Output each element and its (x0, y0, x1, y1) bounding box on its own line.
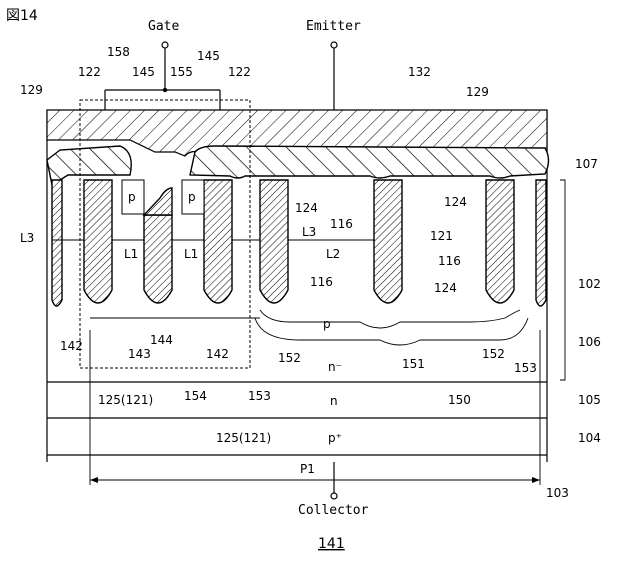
ref-116a: 116 (330, 217, 353, 231)
region-n-minus: n⁻ (328, 360, 342, 374)
p-base-boundary (260, 310, 520, 328)
ref-125a: 125(121) (98, 393, 153, 407)
ref-103: 103 (546, 486, 569, 500)
ref-151: 151 (402, 357, 425, 371)
emitter-wire (331, 42, 337, 110)
region-p-plus: p⁺ (328, 431, 342, 445)
trench-5 (260, 180, 288, 303)
ref-145a: 145 (132, 65, 155, 79)
ref-152b: 152 (482, 347, 505, 361)
region-n: n (330, 394, 338, 408)
ref-154: 154 (184, 389, 207, 403)
trench-7 (486, 180, 514, 303)
trench-4 (204, 180, 232, 303)
interlayer-insulator (47, 146, 549, 185)
ref-153b: 153 (248, 389, 271, 403)
region-p-left-1: p (128, 190, 136, 204)
dim-l1b: L1 (184, 247, 198, 261)
figure-number: 141 (318, 536, 345, 552)
ref-129a: 129 (20, 83, 43, 97)
ref-116c: 116 (310, 275, 333, 289)
ref-150: 150 (448, 393, 471, 407)
ref-145b: 145 (197, 49, 220, 63)
ref-153a: 153 (514, 361, 537, 375)
dim-l3a: L3 (20, 231, 34, 245)
trench-8 (536, 180, 546, 306)
dim-l3b: L3 (302, 225, 316, 239)
figure-title: 図14 (6, 8, 38, 24)
dim-l2: L2 (326, 247, 340, 261)
ref-125b: 125(121) (216, 431, 271, 445)
ref-102: 102 (578, 277, 601, 291)
trench-2 (84, 180, 112, 303)
ref-142a: 142 (60, 339, 83, 353)
ref-143: 143 (128, 347, 151, 361)
label-collector: Collector (298, 503, 369, 518)
trench-6 (374, 180, 402, 303)
ref-132: 132 (408, 65, 431, 79)
ref-122b: 122 (228, 65, 251, 79)
ref-124b: 124 (444, 195, 467, 209)
ref-155: 155 (170, 65, 193, 79)
ref-124c: 124 (434, 281, 457, 295)
bracket-102 (560, 180, 565, 380)
dim-p1-label: P1 (300, 462, 315, 476)
ref-106: 106 (578, 335, 601, 349)
ref-144: 144 (150, 333, 173, 347)
region-p-left-2: p (188, 190, 196, 204)
dim-p1 (90, 330, 540, 485)
ref-121a: 121 (430, 229, 453, 243)
ref-116b: 116 (438, 254, 461, 268)
region-p-base: p (323, 317, 331, 331)
trench-3 (144, 215, 172, 303)
ref-142b: 142 (206, 347, 229, 361)
ref-124a: 124 (295, 201, 318, 215)
gate-connector (144, 188, 172, 215)
ref-105: 105 (578, 393, 601, 407)
ref-152a: 152 (278, 351, 301, 365)
trench-1 (52, 180, 62, 306)
ref-122a: 122 (78, 65, 101, 79)
collector-wire (331, 462, 337, 499)
dim-l1a: L1 (124, 247, 138, 261)
ref-158: 158 (107, 45, 130, 59)
ref-104: 104 (578, 431, 601, 445)
ref-107: 107 (575, 157, 598, 171)
label-gate: Gate (148, 19, 179, 34)
ref-129b: 129 (466, 85, 489, 99)
label-emitter: Emitter (306, 19, 361, 34)
